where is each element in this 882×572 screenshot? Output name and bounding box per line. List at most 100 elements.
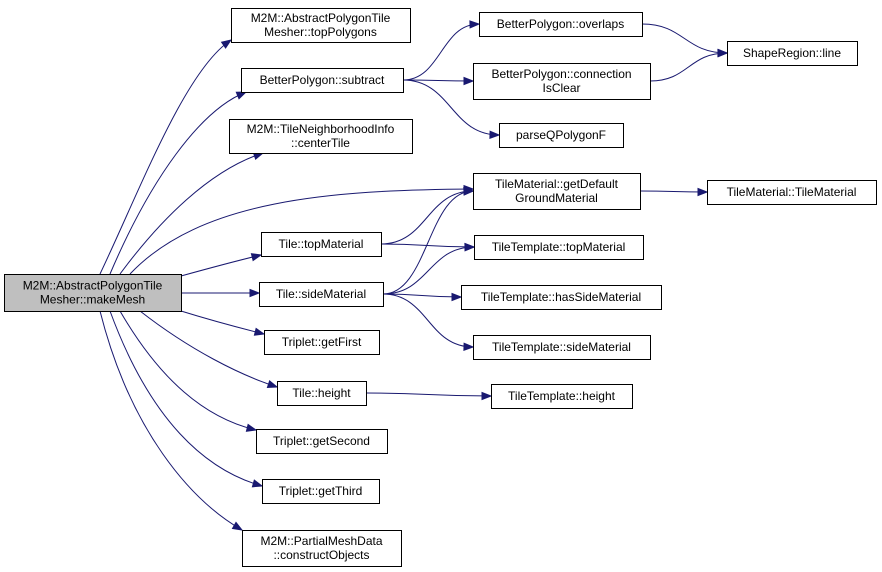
node-box <box>229 119 413 154</box>
edge-line <box>402 79 500 136</box>
node-box <box>242 530 402 567</box>
node-label: TileMaterial::getDefault <box>495 177 619 191</box>
edge-arrowhead <box>249 288 261 298</box>
edge-makeMesh-to-getFirst <box>180 310 266 336</box>
edge-arrowhead <box>463 187 475 196</box>
edge-line <box>99 39 232 275</box>
node-label: GroundMaterial <box>515 191 598 205</box>
edge-line <box>129 188 474 275</box>
node-box <box>241 68 404 93</box>
node-ttHeight[interactable]: TileTemplate::height <box>491 384 633 409</box>
edge-tileSideMaterial-to-ttTopMaterial <box>382 242 476 295</box>
node-ttSideMaterial[interactable]: TileTemplate::sideMaterial <box>473 335 651 360</box>
edge-line <box>119 310 257 431</box>
edge-line <box>382 293 462 298</box>
node-box <box>473 63 651 100</box>
node-construct[interactable]: M2M::PartialMeshData::constructObjects <box>242 530 402 567</box>
edge-tileSideMaterial-to-ttHasSide <box>382 292 463 302</box>
edge-arrowhead <box>469 20 481 29</box>
node-overlaps[interactable]: BetterPolygon::overlaps <box>479 12 643 37</box>
edge-line <box>109 91 247 275</box>
node-getThird[interactable]: Triplet::getThird <box>262 479 380 504</box>
node-label: Triplet::getSecond <box>273 434 370 448</box>
node-tileTopMaterial[interactable]: Tile::topMaterial <box>261 232 382 257</box>
edge-arrowhead <box>253 327 266 336</box>
node-centerTile[interactable]: M2M::TileNeighborhoodInfo::centerTile <box>229 119 413 154</box>
node-subtract[interactable]: BetterPolygon::subtract <box>241 68 404 93</box>
edge-line <box>382 246 475 295</box>
edge-subtract-to-connection <box>402 76 475 86</box>
node-label: parseQPolygonF <box>516 128 606 142</box>
edge-line <box>641 23 728 54</box>
node-label: Mesher::topPolygons <box>264 25 377 39</box>
node-label: IsClear <box>542 81 580 95</box>
edge-line <box>649 52 728 82</box>
edge-tileTopMaterial-to-getDefault <box>380 186 475 245</box>
edge-makeMesh-to-getSecond <box>119 310 258 432</box>
edge-arrowhead <box>231 521 244 531</box>
edge-arrowhead <box>235 91 248 100</box>
edge-line <box>180 310 265 335</box>
edge-arrowhead <box>697 187 709 197</box>
node-box <box>474 235 644 260</box>
node-label: BetterPolygon::connection <box>491 67 631 81</box>
edge-connection-to-line <box>649 48 729 82</box>
edge-makeMesh-to-subtract <box>109 91 248 275</box>
node-getSecond[interactable]: Triplet::getSecond <box>256 429 388 454</box>
node-tileMaterialCtor[interactable]: TileMaterial::TileMaterial <box>707 180 877 205</box>
edge-arrowhead <box>481 391 493 401</box>
edge-line <box>119 152 264 275</box>
edge-overlaps-to-line <box>641 23 729 58</box>
node-ttHasSide[interactable]: TileTemplate::hasSideMaterial <box>461 285 662 310</box>
edge-makeMesh-to-centerTile <box>119 151 265 275</box>
node-parseQ[interactable]: parseQPolygonF <box>499 123 624 148</box>
edge-arrowhead <box>717 48 729 58</box>
edge-line <box>382 190 474 295</box>
node-label: ::constructObjects <box>273 548 369 562</box>
edge-arrowhead <box>251 479 264 488</box>
edge-tileSideMaterial-to-ttSideMaterial <box>382 293 475 352</box>
edge-arrowhead <box>266 380 279 389</box>
node-label: Triplet::getThird <box>279 484 363 498</box>
node-label: Tile::topMaterial <box>279 237 364 251</box>
edges-layer <box>99 20 729 531</box>
edge-makeMesh-to-tileSideMaterial <box>181 288 261 298</box>
edge-makeMesh-to-getThird <box>109 310 264 488</box>
node-box <box>707 180 877 205</box>
node-tileSideMaterial[interactable]: Tile::sideMaterial <box>259 282 384 307</box>
node-tileHeight[interactable]: Tile::height <box>277 381 367 406</box>
edge-line <box>109 310 263 487</box>
edge-line <box>402 23 480 81</box>
edge-arrowhead <box>245 423 258 432</box>
edge-tileSideMaterial-to-getDefault <box>382 187 475 295</box>
node-box <box>261 232 382 257</box>
node-box <box>727 41 858 66</box>
nodes-layer: M2M::AbstractPolygonTileMesher::makeMesh… <box>4 8 877 567</box>
edge-makeMesh-to-tileTopMaterial <box>180 253 263 277</box>
node-label: TileMaterial::TileMaterial <box>727 185 857 199</box>
node-box <box>277 381 367 406</box>
edge-subtract-to-parseQ <box>402 79 501 140</box>
edge-line <box>139 310 278 388</box>
edge-arrowhead <box>489 130 501 140</box>
node-topPolygons[interactable]: M2M::AbstractPolygonTileMesher::topPolyg… <box>231 8 411 43</box>
node-ttTopMaterial[interactable]: TileTemplate::topMaterial <box>474 235 644 260</box>
node-line[interactable]: ShapeRegion::line <box>727 41 858 66</box>
edge-line <box>180 254 262 277</box>
node-label: TileTemplate::topMaterial <box>492 240 626 254</box>
edge-line <box>365 392 492 397</box>
edge-subtract-to-overlaps <box>402 20 481 81</box>
node-getFirst[interactable]: Triplet::getFirst <box>264 330 380 355</box>
node-box <box>259 282 384 307</box>
node-label: TileTemplate::height <box>508 389 616 403</box>
node-label: Triplet::getFirst <box>282 335 362 349</box>
node-label: M2M::PartialMeshData <box>260 534 382 548</box>
node-label: M2M::AbstractPolygonTile <box>251 11 391 25</box>
edge-makeMesh-to-construct <box>99 310 244 531</box>
edge-line <box>639 190 708 193</box>
node-box <box>473 173 641 210</box>
node-box <box>231 8 411 43</box>
